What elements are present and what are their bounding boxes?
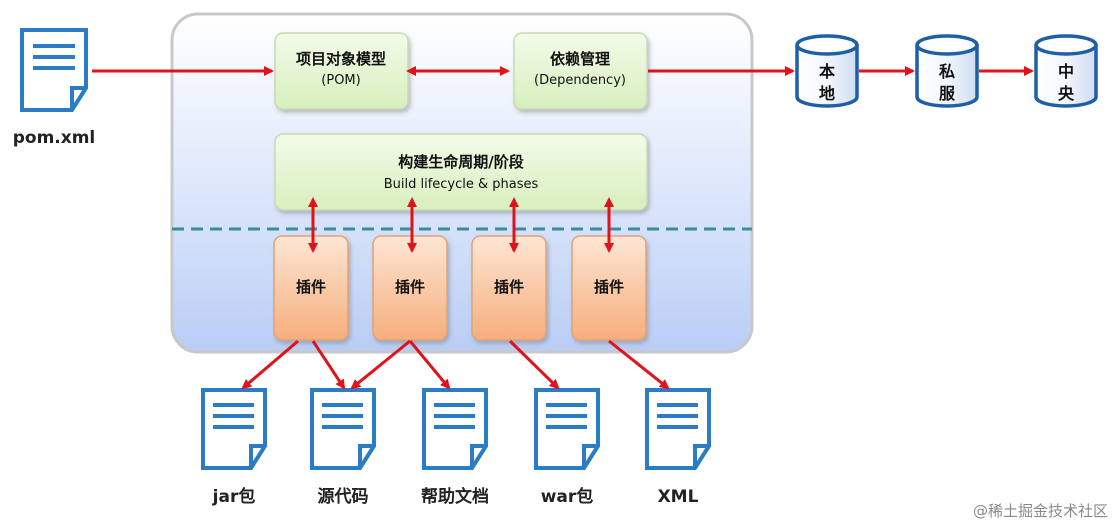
lifecycle-box: 构建生命周期/阶段 Build lifecycle & phases <box>274 133 648 211</box>
repo-local-line1: 本 <box>819 62 835 81</box>
watermark: @稀土掘金技术社区 <box>972 502 1108 520</box>
output-label-source: 源代码 <box>318 486 369 507</box>
repo-private-line1: 私 <box>939 62 955 81</box>
pom-title: 项目对象模型 <box>296 50 386 68</box>
output-label-jar: jar包 <box>212 486 256 507</box>
repo-cylinder-central: 中 央 <box>1034 34 1098 108</box>
plugin-box-3: 插件 <box>471 235 547 341</box>
plugin-box-4: 插件 <box>571 235 647 341</box>
arrows <box>92 66 1034 390</box>
arrow-plugin3-to-war <box>508 339 560 390</box>
plugin-label: 插件 <box>494 278 524 296</box>
repo-cylinder-local: 本 地 <box>795 34 859 108</box>
pom-xml-label: pom.xml <box>13 128 96 148</box>
plugin-box-1: 插件 <box>273 235 349 341</box>
output-label-war: war包 <box>541 486 594 507</box>
output-xml-document-icon <box>645 388 711 470</box>
plugin-label: 插件 <box>296 278 326 296</box>
output-label-xml: XML <box>658 487 699 507</box>
plugin-box-2: 插件 <box>372 235 448 341</box>
pom-subtitle: (POM) <box>321 73 360 88</box>
repo-central-line2: 央 <box>1058 84 1075 103</box>
arrow-plugin2-to-source <box>350 339 411 390</box>
dependency-title: 依赖管理 <box>550 50 610 68</box>
output-war-document-icon <box>534 388 600 470</box>
output-jar-document-icon <box>201 388 267 470</box>
plugin-label: 插件 <box>395 278 425 296</box>
output-source-document-icon <box>310 388 376 470</box>
arrow-plugin4-to-xml <box>608 339 670 390</box>
pom-xml-document-icon <box>20 28 88 112</box>
arrow-plugin1-to-jar <box>241 339 299 390</box>
pom-box: 项目对象模型 (POM) <box>274 32 409 110</box>
lifecycle-title: 构建生命周期/阶段 <box>398 153 523 171</box>
lifecycle-subtitle: Build lifecycle & phases <box>384 177 539 192</box>
dependency-box: 依赖管理 (Dependency) <box>513 32 648 110</box>
dependency-subtitle: (Dependency) <box>534 73 626 88</box>
output-label-docs: 帮助文档 <box>421 486 489 507</box>
output-docs-document-icon <box>422 388 488 470</box>
repo-central-line1: 中 <box>1058 62 1074 81</box>
plugin-label: 插件 <box>594 278 624 296</box>
arrow-plugin1-to-source <box>311 340 346 390</box>
repo-cylinder-private: 私 服 <box>915 34 979 108</box>
repo-private-line2: 服 <box>939 84 956 103</box>
repo-local-line2: 地 <box>819 84 835 103</box>
arrow-plugin2-to-docs <box>408 340 451 390</box>
